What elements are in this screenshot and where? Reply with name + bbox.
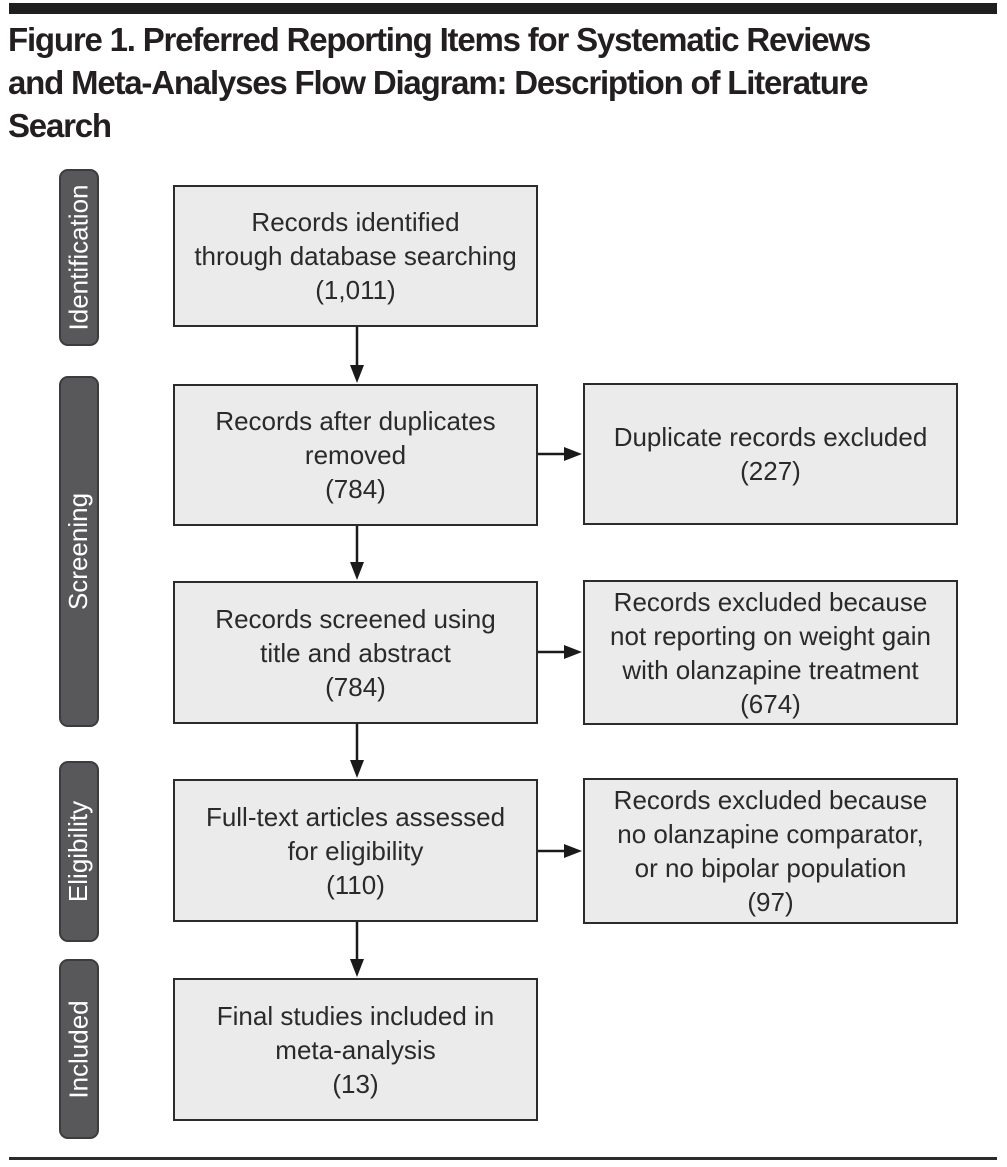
stage-label-included: Included: [63, 999, 94, 1099]
stage-pill-identification: Identification: [59, 169, 99, 346]
stage-pill-eligibility: Eligibility: [59, 761, 99, 942]
stage-pill-screening: Screening: [59, 376, 99, 727]
stage-label-identification: Identification: [63, 184, 94, 331]
flow-box-final-included-text: Final studies included in meta-analysis …: [216, 1000, 495, 1099]
flow-box-fulltext-assessed-text: Full-text articles assessed for eligibil…: [205, 801, 506, 900]
figure-title-line-3: Search: [8, 107, 112, 144]
side-box-not-reporting-excluded-text: Records excluded because not reporting o…: [610, 586, 931, 719]
flow-box-after-duplicates-text: Records after duplicates removed (784): [215, 406, 496, 504]
arrow-down-1: [350, 327, 364, 383]
stage-label-screening: Screening: [63, 492, 94, 611]
side-box-no-comparator-excluded-text: Records excluded because no olanzapine c…: [613, 785, 928, 917]
arrow-right-3: [538, 844, 582, 858]
flow-box-records-identified: Records identified through database sear…: [173, 185, 538, 327]
flow-box-records-screened: Records screened using title and abstrac…: [173, 581, 538, 724]
top-rule: [9, 3, 997, 14]
figure-title-line-2: and Meta-Analyses Flow Diagram: Descript…: [8, 64, 869, 101]
arrow-down-4: [350, 922, 364, 977]
arrow-down-3: [350, 724, 364, 778]
arrow-right-2: [538, 645, 582, 659]
flow-box-after-duplicates: Records after duplicates removed (784): [173, 384, 538, 526]
side-box-duplicates-excluded-text: Duplicate records excluded (227): [613, 422, 928, 486]
flow-box-final-included: Final studies included in meta-analysis …: [173, 978, 538, 1121]
flow-box-records-identified-text: Records identified through database sear…: [194, 207, 517, 305]
stage-pill-included: Included: [59, 959, 99, 1139]
arrow-right-1: [538, 447, 582, 461]
figure-title-line-1: Figure 1. Preferred Reporting Items for …: [8, 21, 871, 58]
arrow-down-2: [350, 526, 364, 580]
bottom-rule: [9, 1157, 997, 1160]
flow-box-fulltext-assessed: Full-text articles assessed for eligibil…: [173, 779, 538, 922]
stage-label-eligibility: Eligibility: [63, 800, 94, 903]
side-box-not-reporting-excluded: Records excluded because not reporting o…: [583, 580, 958, 725]
figure-title: Figure 1. Preferred Reporting Items for …: [8, 18, 871, 147]
side-box-duplicates-excluded: Duplicate records excluded (227): [583, 383, 958, 525]
side-box-no-comparator-excluded: Records excluded because no olanzapine c…: [583, 778, 958, 924]
flow-box-records-screened-text: Records screened using title and abstrac…: [215, 603, 496, 702]
